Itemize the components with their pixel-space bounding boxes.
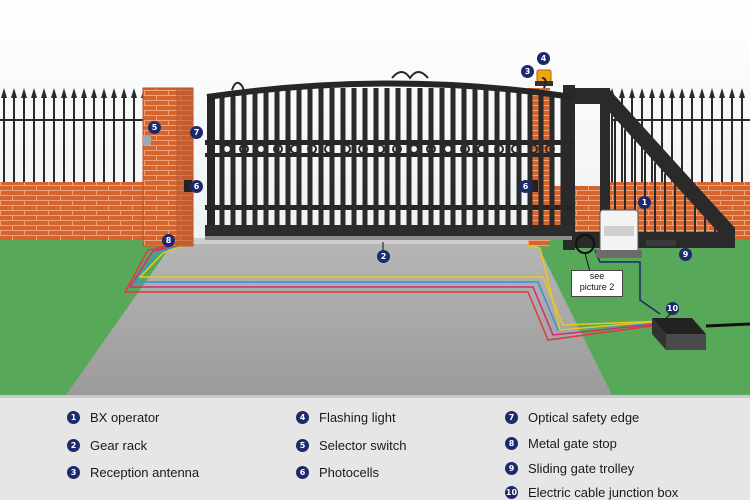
legend-number: 3 <box>67 466 80 479</box>
selector-switch-device <box>143 135 151 145</box>
left-brick-wall <box>0 182 145 240</box>
marker-5-selector-switch: 5 <box>148 121 161 134</box>
marker-2-gear-rack: 2 <box>377 250 390 263</box>
legend-label: BX operator <box>90 410 160 425</box>
legend-number: 8 <box>505 437 518 450</box>
marker-7-safety-edge: 7 <box>190 126 203 139</box>
grass-left <box>0 240 175 395</box>
junction-box-top <box>652 318 706 334</box>
flashing-light-base <box>535 81 553 86</box>
legend-item-gear-rack: 2 Gear rack <box>67 438 147 453</box>
photocell-right-device <box>530 180 538 192</box>
legend-item-photocells: 6 Photocells <box>296 465 379 480</box>
gate-cantilever-frame <box>572 88 735 248</box>
legend-label: Electric cable junction box <box>528 485 679 500</box>
marker-10-junction-box: 10 <box>666 302 679 315</box>
legend-number: 6 <box>296 466 309 479</box>
marker-3-antenna: 3 <box>521 65 534 78</box>
legend-item-bx-operator: 1 BX operator <box>67 410 159 425</box>
gear-rack-device <box>205 236 573 240</box>
back-fence <box>0 88 750 182</box>
legend-item-optical-safety-edge: 7 Optical safety edge <box>505 410 639 425</box>
marker-8-gate-stop: 8 <box>162 234 175 247</box>
left-pillar-shade <box>176 88 193 246</box>
marker-6-photocell-left: 6 <box>190 180 203 193</box>
marker-4-flashing-light: 4 <box>537 52 550 65</box>
legend-label: Selector switch <box>319 438 407 453</box>
legend-number: 9 <box>505 462 518 475</box>
junction-box-side <box>652 318 666 350</box>
legend-label: Reception antenna <box>90 465 200 480</box>
photocell-left-device <box>184 180 192 192</box>
legend-number: 5 <box>296 439 309 452</box>
detail-leader-line <box>584 252 591 273</box>
legend-item-selector-switch: 5 Selector switch <box>296 438 406 453</box>
legend-number: 4 <box>296 411 309 424</box>
legend-label: Flashing light <box>319 410 396 425</box>
legend-number: 10 <box>505 486 518 499</box>
mains-cable <box>705 322 750 328</box>
legend-item-sliding-gate-trolley: 9 Sliding gate trolley <box>505 461 634 476</box>
legend-label: Metal gate stop <box>528 436 617 451</box>
legend-label: Sliding gate trolley <box>528 461 635 476</box>
marker-1-operator: 1 <box>638 196 651 209</box>
driveway <box>66 240 612 395</box>
legend: 1 BX operator 2 Gear rack 3 Reception an… <box>0 395 750 500</box>
legend-number: 7 <box>505 411 518 424</box>
legend-item-flashing-light: 4 Flashing light <box>296 410 396 425</box>
legend-number: 1 <box>67 411 80 424</box>
junction-box-front <box>666 334 706 350</box>
gate-threshold <box>155 238 545 244</box>
legend-item-metal-gate-stop: 8 Metal gate stop <box>505 436 617 451</box>
legend-label: Optical safety edge <box>528 410 640 425</box>
see-picture-2-note: see picture 2 <box>571 270 623 297</box>
gate-installation-diagram: see picture 2 1 2 3 4 5 6 6 7 8 9 10 <box>0 0 750 395</box>
legend-label: Photocells <box>319 465 379 480</box>
marker-6-photocell-right: 6 <box>519 180 532 193</box>
scene-illustration <box>0 0 750 395</box>
see-note-line-2: picture 2 <box>579 282 615 292</box>
legend-number: 2 <box>67 439 80 452</box>
bx-operator-panel <box>604 226 634 236</box>
see-note-line-1: see <box>589 271 605 281</box>
legend-item-reception-antenna: 3 Reception antenna <box>67 465 199 480</box>
sliding-gate <box>205 71 574 240</box>
legend-label: Gear rack <box>90 438 148 453</box>
flashing-light-device <box>536 69 552 83</box>
operator-base <box>596 250 642 258</box>
sliding-gate-trolley-device <box>646 240 676 246</box>
legend-item-junction-box: 10 Electric cable junction box <box>505 485 678 500</box>
marker-9-trolley: 9 <box>679 248 692 261</box>
